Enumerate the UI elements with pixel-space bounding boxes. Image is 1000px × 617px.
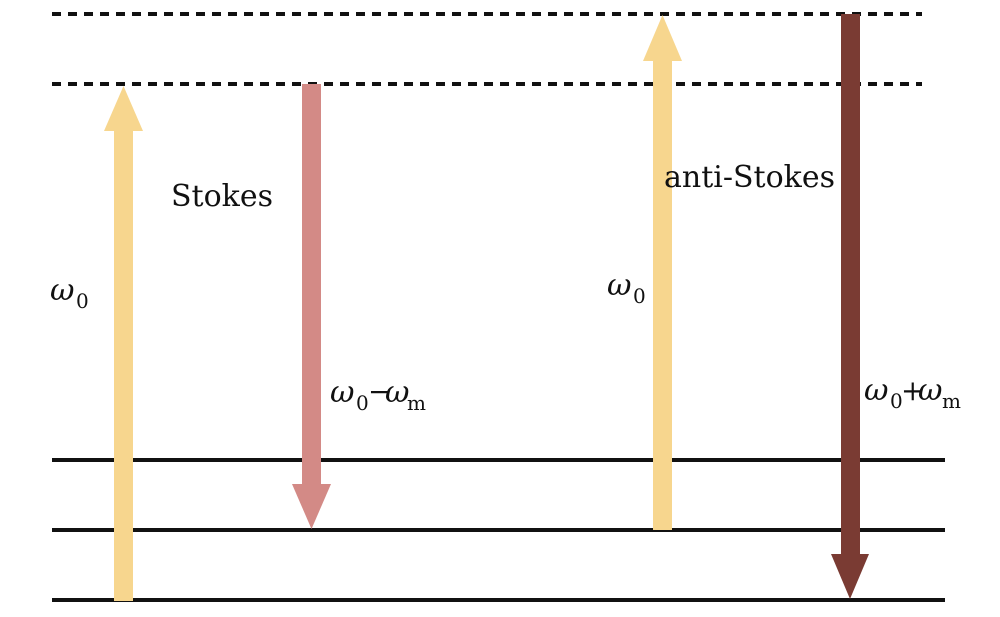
minus-sign: − [368, 375, 391, 408]
subscript-zero: 0 [890, 389, 903, 413]
omega-symbol: ω [330, 375, 354, 410]
subscript-m: m [942, 389, 961, 413]
omega0-label-left: ω 0 [50, 273, 89, 313]
anti-stokes-pump-arrow [643, 15, 682, 530]
omega-symbol: ω [864, 373, 888, 408]
anti-stokes-emission-arrow [831, 14, 869, 599]
omega0-plus-omegam-label: ω 0 + ω m [864, 373, 961, 413]
stokes-label: Stokes [171, 179, 273, 214]
omega-symbol: ω [385, 375, 409, 410]
omega-symbol: ω [918, 373, 942, 408]
omega0-minus-omegam-label: ω 0 − ω m [330, 375, 426, 415]
subscript-m: m [407, 391, 426, 415]
anti-stokes-label: anti-Stokes [664, 160, 835, 195]
omega0-label-right: ω 0 [607, 268, 646, 308]
stokes-pump-arrow [104, 86, 143, 601]
omega-symbol: ω [50, 273, 74, 308]
subscript-zero: 0 [76, 289, 89, 313]
plus-sign: + [901, 374, 924, 407]
subscript-zero: 0 [633, 284, 646, 308]
stokes-emission-arrow [292, 84, 331, 529]
subscript-zero: 0 [356, 391, 369, 415]
omega-symbol: ω [607, 268, 631, 303]
